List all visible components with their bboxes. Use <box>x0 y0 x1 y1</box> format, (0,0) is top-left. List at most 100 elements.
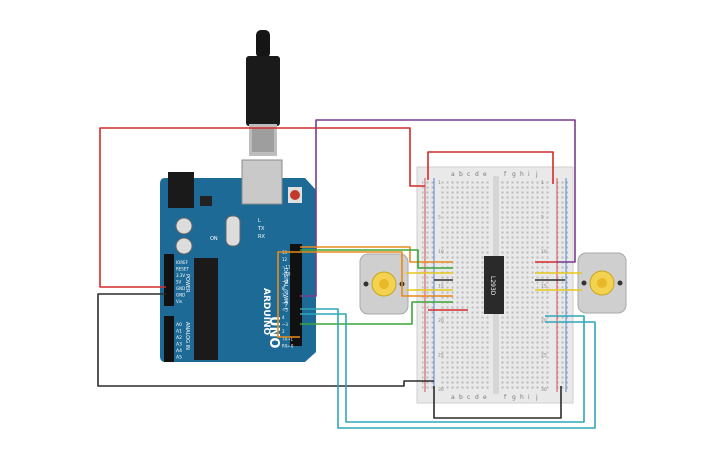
digital-pin-label: 7 <box>282 293 285 298</box>
row-number: 5 <box>541 215 544 221</box>
digital-pin-label: 4 <box>282 315 285 320</box>
on-led-label: ON <box>210 236 218 242</box>
digital-pin-label: 12 <box>282 257 288 262</box>
digital-pin-label: 2 <box>282 329 285 334</box>
column-letter: i <box>528 394 530 401</box>
power-pin-label: 3.3V <box>176 273 185 278</box>
arduino-brand-label: ARDUINO <box>261 288 271 336</box>
arduino-uno-board[interactable]: ARDUINO UNO TX RX L ON DIGITAL (PWM~) PO… <box>160 159 316 362</box>
wires <box>97 119 596 429</box>
wire-gnd-black[interactable] <box>97 293 434 387</box>
column-letter: h <box>520 394 524 401</box>
column-letter: g <box>512 171 516 178</box>
column-letter: c <box>467 171 470 178</box>
wire-teal-2[interactable] <box>300 313 585 423</box>
wire-teal-1[interactable] <box>300 308 596 429</box>
atmega-chip <box>194 258 218 360</box>
wire-5v-red[interactable] <box>99 127 425 288</box>
analog-pin-label: A3 <box>176 342 182 348</box>
column-letter: b <box>459 394 463 401</box>
digital-header[interactable] <box>290 244 302 346</box>
analog-label: ANALOG IN <box>184 322 190 350</box>
power-pin-label: 5V <box>176 280 182 285</box>
column-letter: a <box>451 394 455 401</box>
l293d-chip[interactable] <box>484 256 504 314</box>
rx-led-label: RX <box>258 234 265 240</box>
digital-pin-label: ~9 <box>282 279 288 284</box>
row-number: 1 <box>438 180 441 186</box>
capacitor <box>175 237 193 255</box>
column-letter: d <box>475 394 479 401</box>
wire-green-2[interactable] <box>300 301 453 325</box>
power-pin-label: IOREF <box>176 260 189 265</box>
tx-led-label: TX <box>257 226 265 232</box>
analog-pin-label: A1 <box>176 329 182 335</box>
usb-port <box>241 159 283 205</box>
dc-motor-right[interactable] <box>577 252 627 314</box>
digital-pin-label: ~11 <box>282 264 291 269</box>
analog-header[interactable] <box>164 316 174 362</box>
wire-purple-power[interactable] <box>300 119 576 297</box>
row-number: 10 <box>438 249 444 255</box>
wire-top-rail-red[interactable] <box>427 151 554 184</box>
analog-pin-label: A5 <box>176 355 182 361</box>
row-number: 20 <box>541 318 547 324</box>
power-label: POWER <box>184 274 190 293</box>
l-led-label: L <box>258 218 261 224</box>
digital-pin-label: 8 <box>282 286 285 291</box>
power-pin-label: GND <box>176 293 185 298</box>
column-letter: i <box>528 171 530 178</box>
power-header[interactable] <box>164 254 174 306</box>
digital-pin-label: RX←0 <box>282 344 294 349</box>
row-number: 10 <box>541 249 547 255</box>
digital-pin-label: TX→1 <box>281 336 294 341</box>
column-letter: d <box>475 171 479 178</box>
dc-motor-left[interactable] <box>359 253 409 315</box>
column-letter: f <box>504 171 507 178</box>
row-number: 15 <box>541 284 547 290</box>
power-pin-label: RESET <box>176 267 189 272</box>
digital-pin-label: ~3 <box>282 322 288 327</box>
crystal <box>225 215 241 247</box>
row-number: 30 <box>438 387 444 393</box>
chip-label: L293D <box>489 276 496 296</box>
wire-green-1[interactable] <box>300 249 453 269</box>
digital-pin-label: ~6 <box>282 300 288 305</box>
row-number: 25 <box>438 353 444 359</box>
column-letter: g <box>512 394 516 401</box>
column-letter: f <box>504 394 507 401</box>
power-jack <box>168 172 194 208</box>
wire-bottom-black[interactable] <box>433 386 562 419</box>
row-number: 5 <box>438 215 441 221</box>
wire-orange-1[interactable] <box>300 246 453 263</box>
column-letter: j <box>535 394 538 401</box>
column-letter: h <box>520 171 524 178</box>
analog-pin-label: A2 <box>176 335 182 341</box>
column-letter: a <box>451 171 455 178</box>
power-pin-label: Vin <box>176 299 183 304</box>
power-pin-label: GND <box>176 286 185 291</box>
row-number: 15 <box>438 284 444 290</box>
usb-cable[interactable] <box>246 30 280 156</box>
analog-pin-label: A0 <box>176 322 182 328</box>
column-letter: j <box>535 171 538 178</box>
row-number: 25 <box>541 353 547 359</box>
column-letter: e <box>483 171 487 178</box>
row-number: 30 <box>541 387 547 393</box>
capacitor <box>175 217 193 235</box>
digital-pin-label: ~5 <box>282 308 288 313</box>
column-letter: c <box>467 394 470 401</box>
digital-pin-label: ~10 <box>282 272 291 277</box>
wire-orange-2[interactable] <box>277 251 453 338</box>
column-letter: e <box>483 394 487 401</box>
column-letter: b <box>459 171 463 178</box>
digital-label: DIGITAL (PWM~) <box>282 268 288 310</box>
